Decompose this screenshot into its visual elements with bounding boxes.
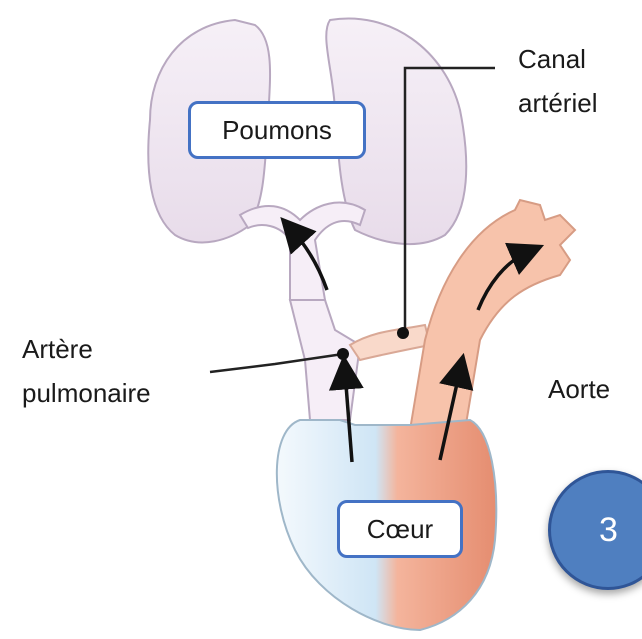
label-ductus-line2: artériel <box>518 88 597 118</box>
label-lungs: Poumons <box>188 101 366 159</box>
label-heart: Cœur <box>337 500 463 558</box>
ductus-dot <box>397 327 409 339</box>
label-ductus-line1: Canal <box>518 44 586 74</box>
label-aorta: Aorte <box>548 374 610 404</box>
ductus-arteriosus-shape <box>350 325 430 360</box>
label-pulmonary-line1: Artère <box>22 334 93 364</box>
pulmonary-dot <box>337 348 349 360</box>
label-pulmonary-line2: pulmonaire <box>22 378 151 408</box>
